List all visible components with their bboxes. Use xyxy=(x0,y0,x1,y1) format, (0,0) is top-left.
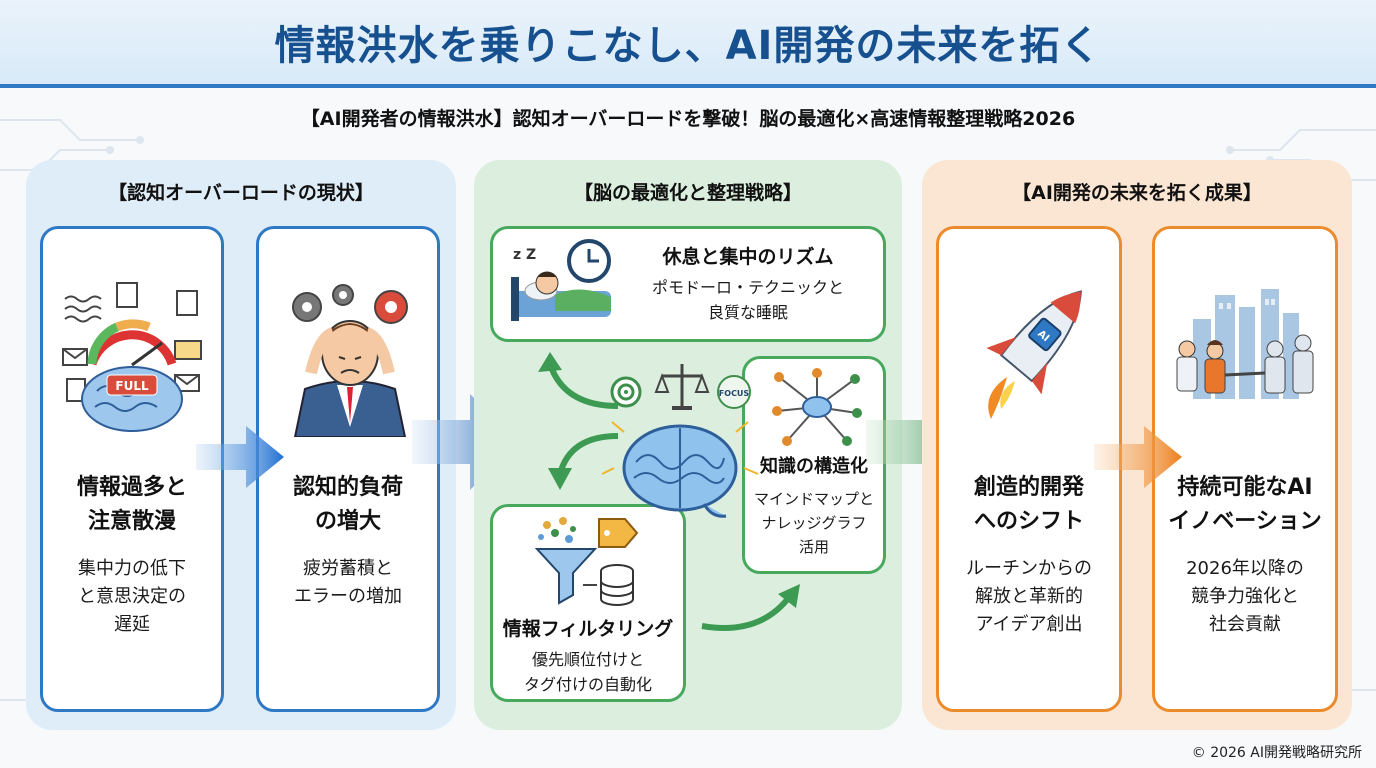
card-information-overload: FULL 情報過多と 注意散漫 集中力の低下 と意思決定の 遅延 xyxy=(40,226,224,712)
panel-optimization-strategy: 【脳の最適化と整理戦略】 z Z 休息と集中のリズム ポモドーロ・テクニックと … xyxy=(474,160,902,730)
card-information-filtering: 情報フィルタリング 優先順位付けと タグ付けの自動化 xyxy=(490,504,686,702)
svg-text:FOCUS: FOCUS xyxy=(719,389,750,398)
knowledge-network-icon xyxy=(767,367,867,447)
panel-future-results: 【AI開発の未来を拓く成果】 AI 創造的開発 へのシフト ルーチンからの 解放… xyxy=(922,160,1352,730)
card-knowledge-structuring: 知識の構造化 マインドマップと ナレッジグラフ 活用 xyxy=(742,356,886,574)
card-sustainable-innovation: 持続可能なAI イノベーション 2026年以降の 競争力強化と 社会貢献 xyxy=(1152,226,1338,712)
card-body-rest-focus: ポモドーロ・テクニックと 良質な睡眠 xyxy=(651,278,844,322)
sleep-clock-icon: z Z xyxy=(507,237,619,333)
overload-brain-icon: FULL xyxy=(57,279,207,439)
title-bar: 情報洪水を乗りこなし、AI開発の未来を拓く xyxy=(0,0,1376,88)
panel-heading-future-results: 【AI開発の未来を拓く成果】 xyxy=(1012,182,1262,204)
card-rest-focus-rhythm: z Z 休息と集中のリズム ポモドーロ・テクニックと 良質な睡眠 xyxy=(490,226,886,342)
card-cognitive-load: 認知的負荷 の増大 疲労蓄積と エラーの増加 xyxy=(256,226,440,712)
card-body-information-filtering: 優先順位付けと タグ付けの自動化 xyxy=(523,650,652,694)
stressed-person-icon xyxy=(275,277,425,437)
curved-arrow-right-icon xyxy=(701,584,800,631)
curved-arrow-down-icon xyxy=(548,433,619,490)
card-title-creative-shift: 創造的開発 へのシフト xyxy=(973,475,1084,534)
ai-city-icon xyxy=(1167,279,1323,429)
panel-heading-current-state: 【認知オーバーロードの現状】 xyxy=(108,182,374,204)
card-body-sustainable-innovation: 2026年以降の 競争力強化と 社会貢献 xyxy=(1186,558,1304,635)
rocket-icon: AI xyxy=(961,269,1101,429)
arrow-right-icon xyxy=(196,426,284,488)
card-body-creative-shift: ルーチンからの 解放と革新的 アイデア創出 xyxy=(966,558,1092,635)
card-title-rest-focus: 休息と集中のリズム xyxy=(662,246,834,268)
svg-text:z Z: z Z xyxy=(513,247,536,263)
filter-funnel-icon xyxy=(533,515,643,609)
focus-brain-icon: FOCUS xyxy=(594,358,764,528)
card-title-cognitive-load: 認知的負荷 の増大 xyxy=(292,475,403,534)
card-title-information-overload: 情報過多と 注意散漫 xyxy=(76,475,187,534)
page-title: 情報洪水を乗りこなし、AI開発の未来を拓く xyxy=(274,23,1102,69)
card-body-information-overload: 集中力の低下 と意思決定の 遅延 xyxy=(78,558,186,635)
panel-current-state: 【認知オーバーロードの現状】 xyxy=(26,160,456,730)
arrow-right-orange-icon xyxy=(1094,426,1182,488)
panel-heading-optimization: 【脳の最適化と整理戦略】 xyxy=(573,182,802,204)
card-title-knowledge-structuring: 知識の構造化 xyxy=(760,456,868,477)
svg-text:FULL: FULL xyxy=(115,379,149,393)
copyright-footer: © 2026 AI開発戦略研究所 xyxy=(1191,745,1362,761)
card-body-cognitive-load: 疲労蓄積と エラーの増加 xyxy=(294,558,402,607)
page-subtitle: 【AI開発者の情報洪水】認知オーバーロードを撃破！脳の最適化×高速情報整理戦略2… xyxy=(300,108,1076,130)
card-body-knowledge-structuring: マインドマップと ナレッジグラフ 活用 xyxy=(753,490,874,556)
card-title-sustainable-innovation: 持続可能なAI イノベーション xyxy=(1168,475,1322,534)
card-title-information-filtering: 情報フィルタリング xyxy=(502,618,674,640)
curved-arrow-up-icon xyxy=(538,352,619,409)
